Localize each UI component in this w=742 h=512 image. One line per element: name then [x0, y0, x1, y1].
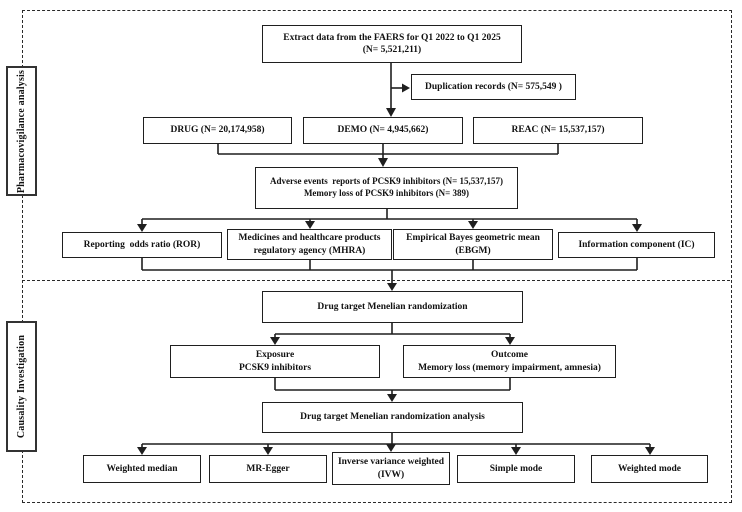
node-extract-faers-line1: Extract data from the FAERS for Q1 2022 …: [283, 32, 501, 43]
node-outcome: Outcome Memory loss (memory impairment, …: [403, 345, 616, 378]
node-exposure: Exposure PCSK9 inhibitors: [170, 345, 380, 378]
node-mhra-line2: regulatory agency (MHRA): [253, 245, 366, 256]
node-outcome-line2: Memory loss (memory impairment, amnesia): [418, 362, 601, 373]
node-ic-label: Information component (IC): [578, 239, 695, 250]
node-weighted-mode: Weighted mode: [591, 455, 708, 483]
dashed-section-divider: [22, 280, 730, 281]
node-extract-faers: Extract data from the FAERS for Q1 2022 …: [262, 25, 522, 63]
node-ic: Information component (IC): [558, 232, 715, 258]
node-ror: Reporting odds ratio (ROR): [62, 232, 222, 258]
node-mhra-line1: Medicines and healthcare products: [238, 233, 381, 244]
node-simple-mode: Simple mode: [457, 455, 575, 483]
node-ror-label: Reporting odds ratio (ROR): [83, 239, 201, 250]
node-ivw-line2: (IVW): [377, 469, 405, 480]
node-mr-egger-label: MR-Egger: [246, 463, 290, 474]
node-adverse-events-line2: Memory loss of PCSK9 inhibitors (N= 389): [303, 188, 470, 198]
node-ivw-line1: Inverse variance weighted: [337, 457, 445, 468]
node-ebgm-line2: (EBGM): [455, 245, 491, 256]
node-ivw: Inverse variance weighted (IVW): [332, 452, 450, 485]
section-label-causality: Causality Investigation: [6, 321, 37, 452]
node-mhra: Medicines and healthcare products regula…: [227, 229, 392, 260]
dashed-outer-frame: [22, 10, 732, 503]
node-ebgm: Empirical Bayes geometric mean (EBGM): [393, 229, 553, 260]
node-duplication-records: Duplication records (N= 575,549 ): [411, 74, 576, 100]
node-exposure-line2: PCSK9 inhibitors: [238, 362, 312, 373]
node-mr-egger: MR-Egger: [209, 455, 327, 483]
node-reac: REAC (N= 15,537,157): [473, 117, 643, 144]
node-reac-label: REAC (N= 15,537,157): [511, 125, 605, 136]
node-demo-label: DEMO (N= 4,945,662): [337, 125, 429, 136]
node-drug: DRUG (N= 20,174,958): [143, 117, 292, 144]
node-weighted-median: Weighted median: [83, 455, 201, 483]
node-mr: Drug target Menelian randomization: [262, 291, 523, 323]
node-mr-analysis-label: Drug target Menelian randomization analy…: [300, 412, 485, 423]
section-label-pharmacovigilance: Pharmacovigilance analysis: [6, 66, 37, 196]
node-simple-mode-label: Simple mode: [489, 463, 543, 474]
node-drug-label: DRUG (N= 20,174,958): [170, 125, 265, 136]
node-duplication-records-label: Duplication records (N= 575,549 ): [425, 81, 562, 92]
node-demo: DEMO (N= 4,945,662): [303, 117, 463, 144]
section-label-pharmacovigilance-text: Pharmacovigilance analysis: [16, 69, 28, 193]
node-weighted-median-label: Weighted median: [106, 463, 178, 474]
node-ebgm-line1: Empirical Bayes geometric mean: [406, 233, 540, 244]
node-weighted-mode-label: Weighted mode: [617, 463, 682, 474]
node-mr-analysis: Drug target Menelian randomization analy…: [262, 402, 523, 433]
node-exposure-line1: Exposure: [255, 350, 295, 361]
node-mr-label: Drug target Menelian randomization: [317, 301, 468, 312]
node-extract-faers-line2: (N= 5,521,211): [362, 45, 422, 55]
section-label-causality-text: Causality Investigation: [16, 334, 28, 439]
node-adverse-events-line1: Adverse events reports of PCSK9 inhibito…: [270, 176, 503, 187]
node-adverse-events: Adverse events reports of PCSK9 inhibito…: [255, 167, 518, 209]
node-outcome-line1: Outcome: [491, 350, 528, 361]
